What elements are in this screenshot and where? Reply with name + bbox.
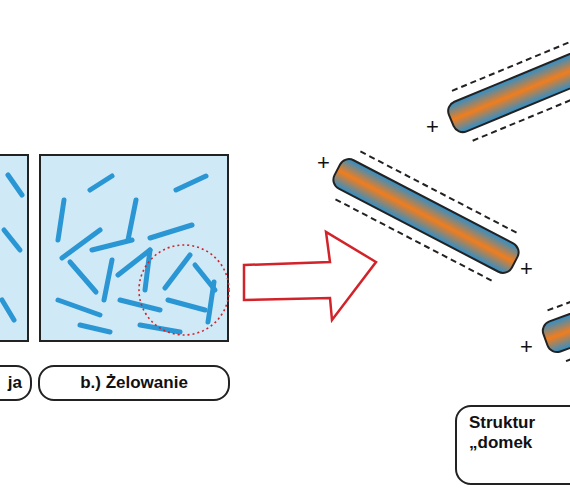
label-box: b.) Żelowanie [38, 365, 230, 401]
zoom-circle [139, 245, 229, 335]
panel-caption: b.) Żelowanie [40, 373, 228, 393]
panel-caption: Struktur „domek [469, 413, 561, 453]
charged-rod [536, 267, 570, 366]
particle-rods [2, 175, 22, 320]
charged-rod [325, 146, 527, 286]
panel-caption: ja [0, 373, 22, 393]
charge-sign: + [520, 336, 533, 358]
label-box: ja [0, 365, 32, 401]
label-box: Struktur „domek [455, 405, 570, 485]
charge-sign: + [317, 152, 330, 174]
charged-rod [441, 33, 570, 146]
charge-sign: + [426, 116, 439, 138]
zoom-arrow [244, 232, 376, 320]
gelation-panel [40, 155, 228, 341]
charge-sign: + [520, 258, 533, 280]
particle-rods [58, 176, 215, 332]
dispersion-panel [0, 155, 28, 341]
